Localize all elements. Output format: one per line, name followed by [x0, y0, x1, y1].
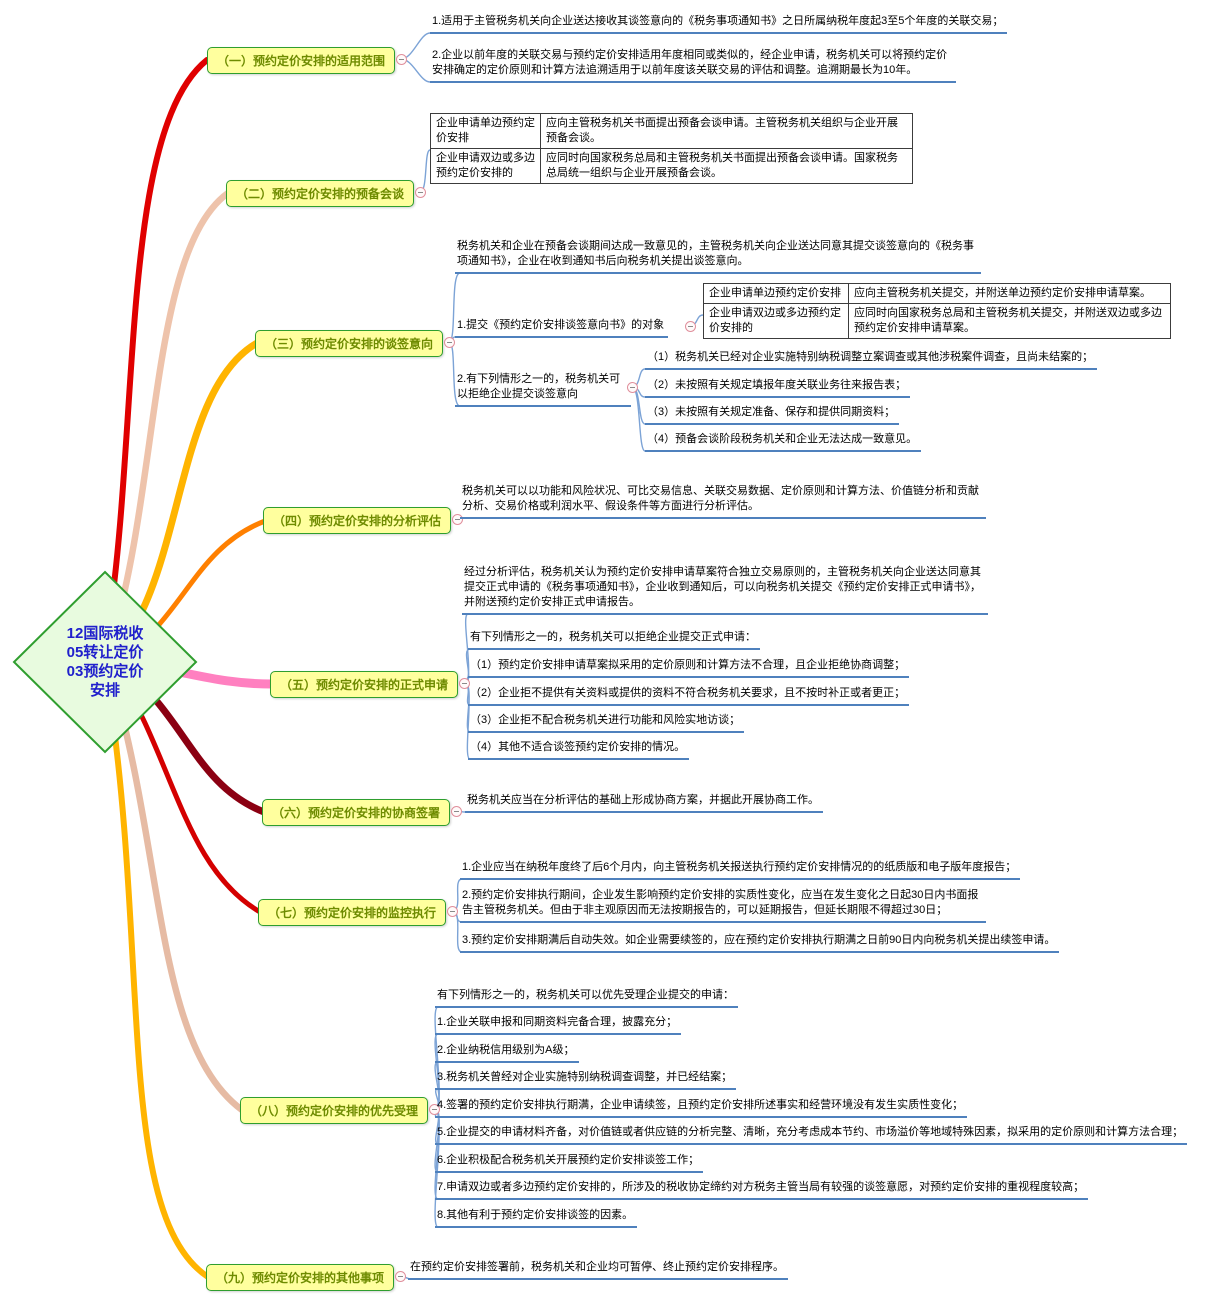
- topic-priority-intro[interactable]: 有下列情形之一的，税务机关可以优先受理企业提交的申请：: [435, 986, 738, 1008]
- branch-label-4[interactable]: （四）预约定价安排的分析评估: [263, 507, 452, 534]
- topic-formal-reject-2[interactable]: （2）企业拒不提供有关资料或提供的资料不符合税务机关要求，且不按时补正或者更正；: [468, 684, 910, 706]
- topic-analysis[interactable]: 税务机关可以以功能和风险状况、可比交易信息、关联交易数据、定价原则和计算方法、价…: [460, 482, 986, 519]
- topic-intent-node2[interactable]: 2.有下列情形之一的，税务机关可以拒绝企业提交谈签意向: [455, 370, 631, 407]
- branch-curve-2: [108, 189, 232, 644]
- branch-label-5[interactable]: （五）预约定价安排的正式申请: [270, 671, 459, 698]
- collapse-icon[interactable]: [627, 382, 638, 393]
- table-cell: 应向主管税务机关提交，并附送单边预约定价安排申请草案。: [848, 283, 1171, 304]
- table-cell: 企业申请单边预约定价安排: [430, 113, 541, 149]
- branch-curve-8: [108, 674, 246, 1114]
- topic-priority-4[interactable]: 4.签署的预约定价安排执行期满，企业申请续签，且预约定价安排所述事实和经营环境没…: [435, 1096, 968, 1118]
- table-row: 企业申请单边预约定价安排 应向主管税务机关书面提出预备会谈申请。主管税务机关组织…: [430, 113, 913, 149]
- topic-priority-8[interactable]: 8.其他有利于预约定价安排谈签的因素。: [435, 1206, 638, 1228]
- intent-submit-table[interactable]: 企业申请单边预约定价安排 应向主管税务机关提交，并附送单边预约定价安排申请草案。…: [703, 283, 1171, 339]
- topic-formal-intro[interactable]: 经过分析评估，税务机关认为预约定价安排申请草案符合独立交易原则的，主管税务机关向…: [462, 563, 988, 615]
- topic-priority-6[interactable]: 6.企业积极配合税务机关开展预约定价安排谈签工作；: [435, 1151, 704, 1173]
- collapse-icon[interactable]: [429, 1104, 440, 1115]
- branch-label-7[interactable]: （七）预约定价安排的监控执行: [258, 899, 447, 926]
- prep-meeting-table[interactable]: 企业申请单边预约定价安排 应向主管税务机关书面提出预备会谈申请。主管税务机关组织…: [430, 113, 913, 184]
- table-cell: 应向主管税务机关书面提出预备会谈申请。主管税务机关组织与企业开展预备会谈。: [540, 113, 913, 149]
- branch-label-8[interactable]: （八）预约定价安排的优先受理: [240, 1097, 429, 1124]
- topic-formal-header[interactable]: 有下列情形之一的，税务机关可以拒绝企业提交正式申请：: [468, 628, 760, 650]
- topic-priority-5[interactable]: 5.企业提交的申请材料齐备，对价值链或者供应链的分析完整、清晰，充分考虑成本节约…: [435, 1123, 1188, 1145]
- topic-scope-2[interactable]: 2.企业以前年度的关联交易与预约定价安排适用年度相同或类似的，经企业申请，税务机…: [430, 46, 956, 83]
- collapse-icon[interactable]: [395, 1271, 406, 1282]
- topic-monitor-2[interactable]: 2.预约定价安排执行期间，企业发生影响预约定价安排的实质性变化，应当在发生变化之…: [460, 886, 986, 923]
- branch-label-3[interactable]: （三）预约定价安排的谈签意向: [255, 330, 444, 357]
- topic-monitor-1[interactable]: 1.企业应当在纳税年度终了后6个月内，向主管税务机关报送执行预约定价安排情况的的…: [460, 858, 1021, 880]
- branch-curve-1: [105, 57, 210, 633]
- topic-formal-reject-1[interactable]: （1）预约定价安排申请草案拟采用的定价原则和计算方法不合理，且企业拒绝协商调整；: [468, 656, 910, 678]
- collapse-icon[interactable]: [447, 906, 458, 917]
- branch-label-2[interactable]: （二）预约定价安排的预备会谈: [226, 180, 415, 207]
- collapse-icon[interactable]: [451, 806, 462, 817]
- branch-label-1[interactable]: （一）预约定价安排的适用范围: [207, 47, 396, 74]
- topic-reject-intent-1[interactable]: （1）税务机关已经对企业实施特别纳税调整立案调查或其他涉税案件调查，且尚未结案的…: [645, 348, 1098, 370]
- root-topic[interactable]: 12国际税收 05转让定价 03预约定价 安排: [66, 625, 144, 699]
- collapse-icon[interactable]: [444, 337, 455, 348]
- table-row: 企业申请单边预约定价安排 应向主管税务机关提交，并附送单边预约定价安排申请草案。: [703, 283, 1171, 304]
- topic-formal-reject-3[interactable]: （3）企业拒不配合税务机关进行功能和风险实地访谈；: [468, 711, 745, 733]
- table-cell: 应同时向国家税务总局和主管税务机关书面提出预备会谈申请。国家税务总局统一组织与企…: [540, 148, 913, 184]
- topic-reject-intent-3[interactable]: （3）未按照有关规定准备、保存和提供同期资料；: [645, 403, 900, 425]
- branch-curve-7: [115, 669, 263, 915]
- branch-curve-3: [114, 339, 261, 654]
- branch-label-6[interactable]: （六）预约定价安排的协商签署: [262, 799, 451, 826]
- topic-intent-node1[interactable]: 1.提交《预约定价安排谈签意向书》的对象: [455, 316, 669, 338]
- table-row: 企业申请双边或多边预约定价安排的 应同时向国家税务总局和主管税务机关书面提出预备…: [430, 148, 913, 184]
- topic-negotiation[interactable]: 税务机关应当在分析评估的基础上形成协商方案，并据此开展协商工作。: [465, 791, 823, 813]
- topic-priority-7[interactable]: 7.申请双边或者多边预约定价安排的，所涉及的税收协定缔约对方税务主管当局有较强的…: [435, 1178, 1089, 1200]
- topic-formal-reject-4[interactable]: （4）其他不适合谈签预约定价安排的情况。: [468, 738, 690, 760]
- topic-priority-2[interactable]: 2.企业纳税信用级别为A级；: [435, 1041, 579, 1063]
- topic-reject-intent-4[interactable]: （4）预备会谈阶段税务机关和企业无法达成一致意见。: [645, 430, 922, 452]
- collapse-icon[interactable]: [685, 321, 696, 332]
- topic-monitor-3[interactable]: 3.预约定价安排期满后自动失效。如企业需要续签的，应在预约定价安排执行期满之日前…: [460, 931, 1060, 953]
- topic-other[interactable]: 在预约定价安排签署前，税务机关和企业均可暂停、终止预约定价安排程序。: [408, 1258, 788, 1280]
- collapse-icon[interactable]: [396, 54, 407, 65]
- table-row: 企业申请双边或多边预约定价安排的 应同时向国家税务总局和主管税务机关提交，并附送…: [703, 303, 1171, 339]
- table-cell: 企业申请单边预约定价安排: [703, 283, 849, 304]
- table-cell: 企业申请双边或多边预约定价安排的: [703, 303, 849, 339]
- collapse-icon[interactable]: [415, 187, 426, 198]
- topic-reject-intent-2[interactable]: （2）未按照有关规定填报年度关联业务往来报告表；: [645, 376, 911, 398]
- branch-label-9[interactable]: （九）预约定价安排的其他事项: [206, 1264, 395, 1291]
- topic-priority-3[interactable]: 3.税务机关曾经对企业实施特别纳税调查调整，并已经结案；: [435, 1068, 737, 1090]
- table-cell: 应同时向国家税务总局和主管税务机关提交，并附送双边或多边预约定价安排申请草案。: [848, 303, 1171, 339]
- topic-priority-1[interactable]: 1.企业关联申报和同期资料完备合理，披露充分；: [435, 1013, 682, 1035]
- collapse-icon[interactable]: [452, 514, 463, 525]
- collapse-icon[interactable]: [459, 678, 470, 689]
- topic-scope-1[interactable]: 1.适用于主管税务机关向企业送达接收其谈签意向的《税务事项通知书》之日所属纳税年…: [430, 12, 1008, 34]
- branch-curve-9: [105, 682, 211, 1280]
- table-cell: 企业申请双边或多边预约定价安排的: [430, 148, 541, 184]
- topic-intent-intro[interactable]: 税务机关和企业在预备会谈期间达成一致意见的，主管税务机关向企业送达同意其提交谈签…: [455, 237, 981, 274]
